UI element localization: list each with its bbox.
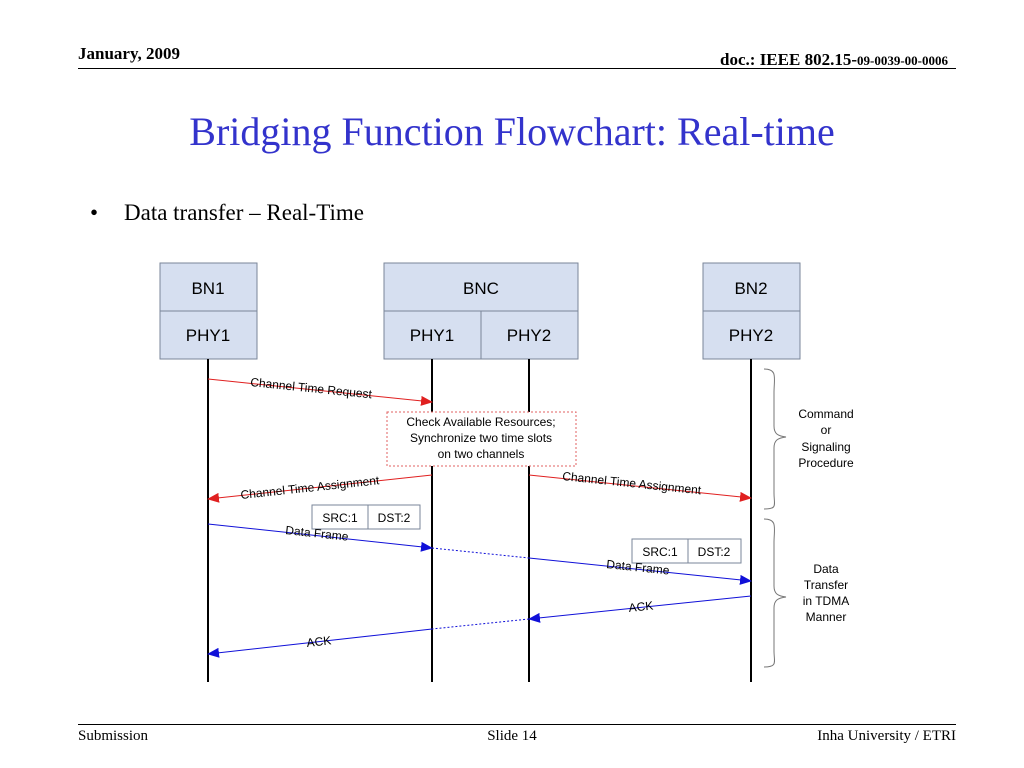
frame-tag-1-dst: DST:2	[378, 511, 411, 525]
channel-time-assignment-right-label: Channel Time Assignment	[562, 469, 703, 497]
footer-rule	[78, 724, 956, 725]
entity-bnc: BNC PHY1 PHY2	[383, 262, 579, 360]
channel-time-request-label: Channel Time Request	[250, 375, 374, 401]
bn2-label: BN2	[734, 279, 767, 298]
bnc-label: BNC	[463, 279, 499, 298]
ack-2-arrow	[207, 628, 433, 658]
frame-tag-1: SRC:1 DST:2	[311, 504, 421, 530]
command-phase-label: Command or Signaling Procedure	[798, 407, 854, 470]
data-frame-1-arrow	[207, 523, 433, 552]
footer-slide-number: Slide 14	[487, 728, 537, 744]
ack-1-label: ACK	[628, 599, 654, 615]
data-phase-brace	[763, 518, 787, 668]
command-phase-brace	[763, 368, 787, 510]
ack-1-arrow	[528, 595, 752, 623]
ack-2-label: ACK	[306, 633, 332, 650]
data-frame-1-label: Data Frame	[285, 523, 350, 544]
header-doc-id: doc.: IEEE 802.15-09-0039-00-0006	[720, 50, 948, 70]
lifelines	[207, 359, 752, 682]
doc-prefix: doc.: IEEE 802.15-	[720, 50, 857, 69]
bullet-item: • Data transfer – Real-Time	[90, 200, 364, 226]
entity-bn1: BN1 PHY1	[159, 262, 258, 360]
frame-tag-2: SRC:1 DST:2	[631, 538, 742, 564]
frame-tag-1-src: SRC:1	[322, 511, 358, 525]
footer-submission: Submission	[78, 728, 149, 744]
internal-forward-line	[431, 547, 530, 559]
bullet-dot: •	[90, 200, 99, 225]
frame-tag-2-dst: DST:2	[698, 545, 731, 559]
channel-time-assignment-left-label: Channel Time Assignment	[240, 473, 381, 502]
command-phase-line-4: Procedure	[798, 456, 854, 470]
process-line-1: Check Available Resources;	[406, 415, 555, 429]
data-frame-2-arrow	[528, 557, 752, 585]
channel-time-assignment-left-arrow	[207, 474, 433, 503]
data-frame-2-label: Data Frame	[606, 557, 671, 577]
data-phase-label: Data Transfer in TDMA Manner	[803, 562, 849, 624]
command-phase-line-1: Command	[798, 407, 853, 421]
internal-back-line	[431, 618, 530, 630]
slide-title: Bridging Function Flowchart: Real-time	[189, 109, 835, 154]
bn2-phy-label: PHY2	[729, 326, 773, 345]
bn1-label: BN1	[191, 279, 224, 298]
process-box: Check Available Resources; Synchronize t…	[386, 411, 577, 467]
footer-affiliation: Inha University / ETRI	[817, 728, 956, 744]
process-line-3: on two channels	[438, 447, 525, 461]
channel-time-request-arrow	[207, 378, 433, 406]
header-rule	[78, 68, 956, 69]
data-phase-line-2: Transfer	[804, 578, 848, 592]
bullet-text: Data transfer – Real-Time	[124, 200, 364, 225]
header-date: January, 2009	[78, 44, 181, 63]
data-phase-line-4: Manner	[806, 610, 847, 624]
data-phase-line-3: in TDMA	[803, 594, 849, 608]
bn1-phy-label: PHY1	[186, 326, 230, 345]
data-phase-line-1: Data	[813, 562, 839, 576]
bnc-phy2-label: PHY2	[507, 326, 551, 345]
entity-bn2: BN2 PHY2	[702, 262, 801, 360]
frame-tag-2-src: SRC:1	[642, 545, 678, 559]
bnc-phy1-label: PHY1	[410, 326, 454, 345]
channel-time-assignment-right-arrow	[528, 474, 752, 502]
doc-number: 09-0039-00-0006	[857, 53, 948, 68]
command-phase-line-2: or	[821, 423, 832, 437]
command-phase-line-3: Signaling	[801, 440, 850, 454]
process-line-2: Synchronize two time slots	[410, 431, 552, 445]
